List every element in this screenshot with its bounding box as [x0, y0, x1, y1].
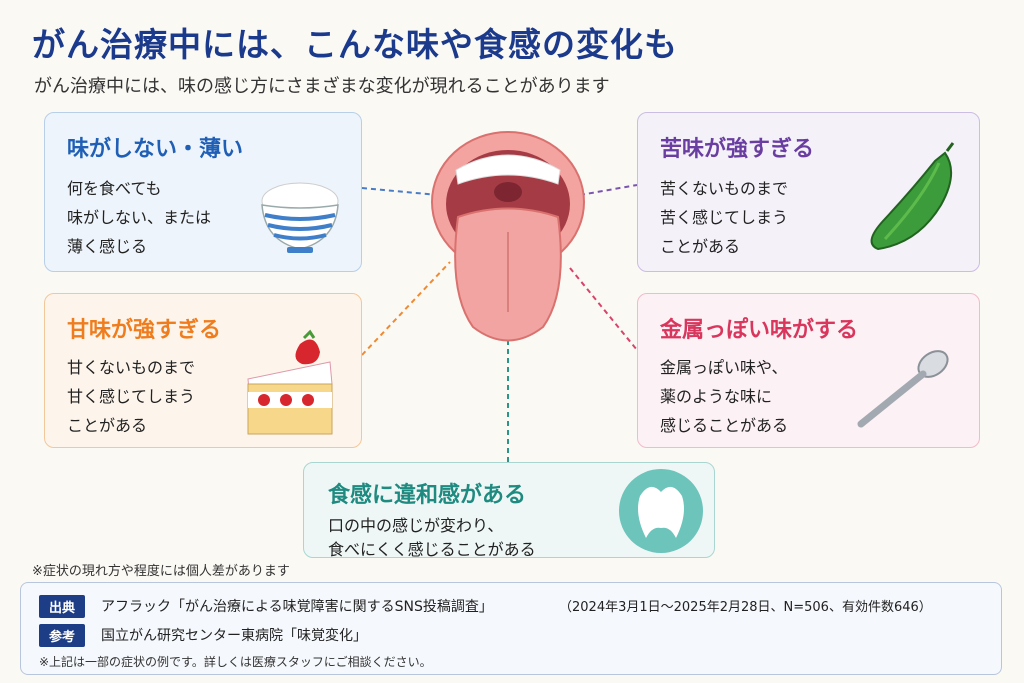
card-line: 苦くないものまで	[660, 179, 789, 198]
connector-sweet	[361, 261, 451, 356]
card-line: 感じることがある	[660, 416, 789, 435]
card-title: 味がしない・薄い	[67, 137, 244, 162]
tooth-icon	[619, 469, 703, 553]
reference-text: 国立がん研究センター東病院「味覚変化」	[101, 628, 367, 644]
spoon-icon	[857, 350, 949, 428]
card-line: 甘くないものまで	[67, 358, 196, 377]
card-bitter-taste: 苦味が強すぎる 苦くないものまで 苦く感じてしまう ことがある	[637, 112, 980, 272]
source-tag: 出典	[39, 595, 86, 618]
card-line: 薄く感じる	[67, 237, 148, 256]
page-subtitle: がん治療中には、味の感じ方にさまざまな変化が現れることがあります	[34, 76, 610, 97]
variation-note: ※症状の現れ方や程度には個人差があります	[32, 564, 290, 579]
source-box: 出典 アフラック「がん治療による味覚障害に関するSNS投稿調査」 （2024年3…	[20, 582, 1002, 675]
card-sweet-taste: 甘味が強すぎる 甘くないものまで 甘く感じてしまう ことがある	[44, 293, 362, 448]
open-mouth-tongue-icon	[431, 131, 585, 342]
card-line: 甘く感じてしまう	[67, 387, 196, 406]
card-line: 口の中の感じが変わり、	[328, 516, 504, 535]
card-title: 甘味が強すぎる	[67, 318, 222, 343]
source-detail: （2024年3月1日〜2025年2月28日、N=506、有効件数646）	[559, 600, 932, 615]
page-title: がん治療中には、こんな味や食感の変化も	[32, 25, 678, 64]
card-line: ことがある	[67, 416, 148, 435]
bitter-melon-icon	[870, 142, 955, 251]
card-texture: 食感に違和感がある 口の中の感じが変わり、 食べにくく感じることがある	[303, 462, 715, 559]
card-line: 味がしない、または	[67, 208, 212, 227]
card-line: 苦く感じてしまう	[660, 208, 789, 227]
connector-bland	[361, 187, 439, 196]
footnote: ※上記は一部の症状の例です。詳しくは医療スタッフにご相談ください。	[39, 655, 432, 669]
card-line: 薬のような味に	[660, 387, 773, 406]
card-title: 金属っぽい味がする	[660, 318, 859, 343]
card-line: ことがある	[660, 237, 741, 256]
card-line: 金属っぽい味や、	[660, 358, 788, 377]
card-line: 何を食べても	[67, 179, 162, 198]
card-title: 苦味が強すぎる	[660, 137, 815, 162]
strawberry-cake-icon	[247, 329, 333, 435]
reference-tag: 参考	[39, 624, 86, 647]
rice-bowl-icon	[261, 182, 339, 253]
card-line: 食べにくく感じることがある	[328, 540, 536, 559]
card-title: 食感に違和感がある	[328, 483, 527, 508]
source-text: アフラック「がん治療による味覚障害に関するSNS投稿調査」	[101, 599, 493, 615]
connector-bitter	[579, 184, 638, 196]
card-bland-taste: 味がしない・薄い 何を食べても 味がしない、または 薄く感じる	[44, 112, 362, 272]
card-metallic-taste: 金属っぽい味がする 金属っぽい味や、 薬のような味に 感じることがある	[637, 293, 980, 448]
